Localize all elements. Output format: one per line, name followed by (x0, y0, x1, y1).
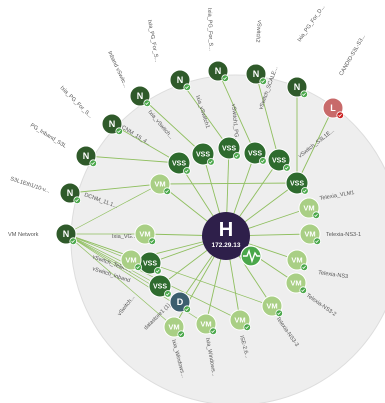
node-kind-label: N (137, 91, 144, 101)
node-kind-label: VM (291, 256, 302, 265)
status-badge-icon (300, 263, 309, 272)
node-label: Inband vSwitc... (106, 50, 128, 89)
status-badge-icon (163, 187, 172, 196)
node-kind-label: VSS (222, 146, 236, 153)
edge (65, 233, 175, 328)
node-label: VM Network (8, 232, 39, 238)
node-kind-label: N (177, 75, 184, 85)
edge (65, 233, 161, 287)
status-badge-icon (115, 127, 123, 135)
node-label: Telexia-NS3 (318, 270, 349, 280)
edge (296, 107, 334, 184)
node-layer: N N N N N N N N N L VSS VSS VSS VSS VSS VSS VSS VSS VM VM VM… (55, 60, 345, 339)
node-label: Ixia_PG_For_S... (206, 8, 214, 52)
node-label: Telexia-NS3-1 (326, 232, 361, 238)
status-badge-icon (221, 74, 230, 82)
node-kind-label: VM (139, 230, 150, 239)
status-badge-icon (301, 187, 309, 195)
node-kind-label: VM (168, 323, 179, 332)
edge (65, 233, 273, 307)
status-badge-icon (143, 99, 152, 107)
edge (179, 79, 230, 149)
node-kind-label: N (83, 151, 90, 161)
status-badge-icon (69, 237, 77, 246)
activity-icon[interactable] (240, 245, 262, 267)
host-node[interactable]: H 172.29.13 (202, 212, 250, 260)
status-badge-icon (283, 164, 291, 172)
status-badge-icon (177, 330, 186, 339)
node-label: Ixia_PG_For_S... (59, 85, 94, 120)
edge (159, 182, 298, 185)
node-label: CANDID-S3L-S3... (339, 33, 368, 77)
status-badge-icon (183, 167, 191, 175)
node-kind-label: VSS (153, 284, 167, 291)
edge (111, 123, 180, 164)
node-kind-label: N (67, 188, 74, 198)
status-badge-icon (183, 305, 192, 314)
node-kind-label: N (215, 66, 222, 76)
node-kind-label: N (253, 69, 260, 79)
status-badge-icon (154, 267, 162, 275)
node-label: vSwitch1_PG... (230, 104, 239, 143)
node-kind-label: VM (290, 279, 301, 288)
node-kind-label: VM (125, 256, 136, 265)
host-letter: H (219, 219, 233, 241)
node-kind-label: D (177, 297, 184, 307)
alert-badge-icon (336, 111, 345, 119)
node-label: vSwitch2 (254, 20, 262, 43)
node-kind-label: VSS (196, 152, 210, 159)
status-badge-icon (233, 152, 241, 160)
node-kind-label: N (109, 119, 116, 129)
node-label: ISE-2.6... (238, 335, 250, 360)
edge (255, 73, 280, 161)
status-badge-icon (207, 158, 215, 166)
status-badge-icon (243, 323, 252, 332)
status-badge-icon (134, 263, 143, 272)
node-kind-label: VSS (143, 261, 157, 268)
node-kind-label: N (63, 229, 70, 239)
status-badge-icon (164, 290, 172, 298)
node-kind-label: VSS (272, 158, 286, 165)
node-kind-label: L (330, 103, 336, 113)
node-label: S3L1Eth1/10-v... (9, 176, 51, 195)
node-label: Ixia_VG... (112, 234, 137, 240)
status-badge-icon (259, 77, 268, 85)
node-kind-label: VM (200, 320, 211, 329)
status-badge-icon (300, 90, 309, 98)
status-badge-icon (148, 237, 157, 246)
status-badge-icon (259, 157, 267, 165)
status-badge-icon (313, 237, 322, 246)
node-kind-label: VM (304, 230, 315, 239)
status-badge-icon (89, 159, 97, 168)
host-circle (202, 212, 250, 260)
status-badge-icon (209, 327, 218, 336)
edge (217, 70, 256, 154)
edge (139, 95, 204, 155)
node-kind-label: VSS (172, 161, 186, 168)
status-badge-icon (275, 309, 284, 318)
node-kind-label: VM (266, 302, 277, 311)
node-kind-label: VM (303, 204, 314, 213)
node-label: Ixia_PG_For_S... (146, 19, 159, 63)
edge (85, 155, 180, 164)
node-kind-label: VSS (248, 151, 262, 158)
node-kind-label: VM (234, 316, 245, 325)
node-kind-label: VSS (290, 181, 304, 188)
edge (69, 183, 161, 194)
node-kind-label: VM (154, 180, 165, 189)
node-label: Ixia_PG_For_D... (297, 4, 327, 43)
status-badge-icon (183, 83, 192, 91)
status-badge-icon (73, 196, 81, 205)
host-ip: 172.29.13 (212, 242, 241, 249)
node-label: PG_Inband_S3L (29, 123, 67, 150)
status-badge-icon (312, 211, 321, 220)
node-kind-label: N (294, 82, 301, 92)
pulse-icon (243, 248, 260, 264)
status-badge-icon (299, 286, 308, 295)
edge (65, 183, 161, 235)
edge (65, 233, 132, 261)
